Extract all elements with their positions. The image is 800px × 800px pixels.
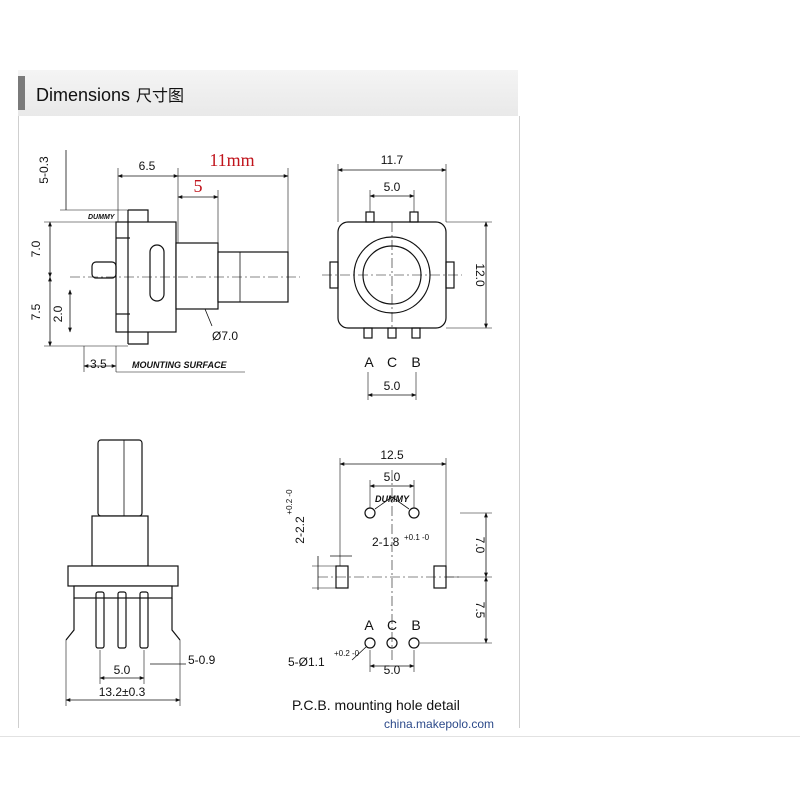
pcb-hole-c [386,637,398,649]
side-slot [149,244,165,302]
dim-5-0-pcb-top: 5.0 [384,470,401,484]
dim-7-5: 7.5 [29,303,43,320]
tol-5-phi-1-1: +0.2 -0 [334,649,360,658]
dim-13-2: 13.2±0.3 [99,685,146,699]
tol-2-2-2: +0.2 -0 [285,489,294,515]
tol-2-1-8: +0.1 -0 [404,533,430,542]
pcb-pin-label-b: B [411,617,420,633]
dim-phi-7-0: Ø7.0 [212,329,238,343]
section-title-en: Dimensions [36,85,131,105]
side-view-labels: 5-0.3 6.5 11mm 5 DUMMY 7.0 7.5 2.0 Ø7.0 … [29,150,255,371]
pin-label-a: A [364,354,374,370]
top-pin-c [387,327,397,339]
top-terminal-1 [365,211,375,223]
pin-label-b: B [411,354,420,370]
front-leg-right [171,598,181,641]
dim-5-0-9: 5-0.9 [188,653,216,667]
front-body [67,565,179,587]
dim-11-7: 11.7 [381,153,404,167]
dim-12-5: 12.5 [380,448,404,462]
pcb-caption: P.C.B. mounting hole detail [292,697,460,713]
top-view [322,164,492,400]
side-bracket-top [128,209,149,222]
dim-2-1-8: 2-1.8 [372,535,400,549]
dim-5-0-front: 5.0 [114,663,131,677]
pin-label-c: C [387,354,397,370]
dim-2-2-2: 2-2.2 [293,516,307,544]
mounting-surface-label: MOUNTING SURFACE [132,360,227,370]
pcb-dummy-hole-left [364,507,376,519]
page-divider [0,736,800,737]
dim-3-5: 3.5 [90,357,107,371]
front-view [65,439,186,706]
top-terminal-2 [409,211,419,223]
watermark-text: china.makepolo.com [384,717,495,731]
front-bushing [91,515,149,567]
pcb-view [312,458,492,672]
pcb-view-labels: 12.5 5.0 DUMMY 2-2.2 +0.2 -0 2-1.8 +0.1 … [285,448,487,713]
front-pin-b [139,591,149,649]
front-shaft [97,439,143,517]
front-view-labels: 5.0 5-0.9 13.2±0.3 [99,653,216,699]
top-pin-b [411,327,421,339]
front-leg-left [65,598,75,641]
side-bracket-bottom [128,332,149,345]
section-title-cn: 尺寸图 [136,86,185,105]
section-title: Dimensions 尺寸图 [36,82,184,106]
pcb-dummy-hole-right [408,507,420,519]
side-pin [91,261,117,279]
dim-7-0: 7.0 [29,240,43,257]
header-accent-bar [18,76,25,110]
top-view-labels: 11.7 5.0 12.0 A C B 5.0 [364,153,487,393]
section-header: Dimensions 尺寸图 [18,70,518,117]
dim-6-5: 6.5 [139,159,156,173]
pcb-pin-label-c: C [387,617,397,633]
side-bushing [175,242,219,310]
top-pin-a [363,327,373,339]
annotation-5: 5 [194,176,203,196]
pcb-dummy-label: DUMMY [375,494,410,504]
dim-7-5-pcb: 7.5 [473,602,487,619]
dim-5-phi-1-1: 5-Ø1.1 [288,655,325,669]
dim-5-0-top: 5.0 [384,180,401,194]
front-pin-c [117,591,127,649]
dim-12-0: 12.0 [473,263,487,287]
dim-2-0: 2.0 [51,305,65,322]
pcb-slot-left [335,565,349,589]
pcb-pin-label-a: A [364,617,374,633]
dim-5-0-pcb-bottom: 5.0 [384,663,401,677]
dim-5-03: 5-0.3 [37,156,51,184]
dim-7-0-pcb: 7.0 [473,537,487,554]
pcb-hole-a [364,637,376,649]
dim-5-0-bottom: 5.0 [384,379,401,393]
drawing-panel [18,116,520,728]
front-pin-a [95,591,105,649]
side-view [44,150,300,373]
pcb-hole-b [408,637,420,649]
annotation-11mm: 11mm [209,150,254,170]
side-dummy-label: DUMMY [88,214,116,221]
